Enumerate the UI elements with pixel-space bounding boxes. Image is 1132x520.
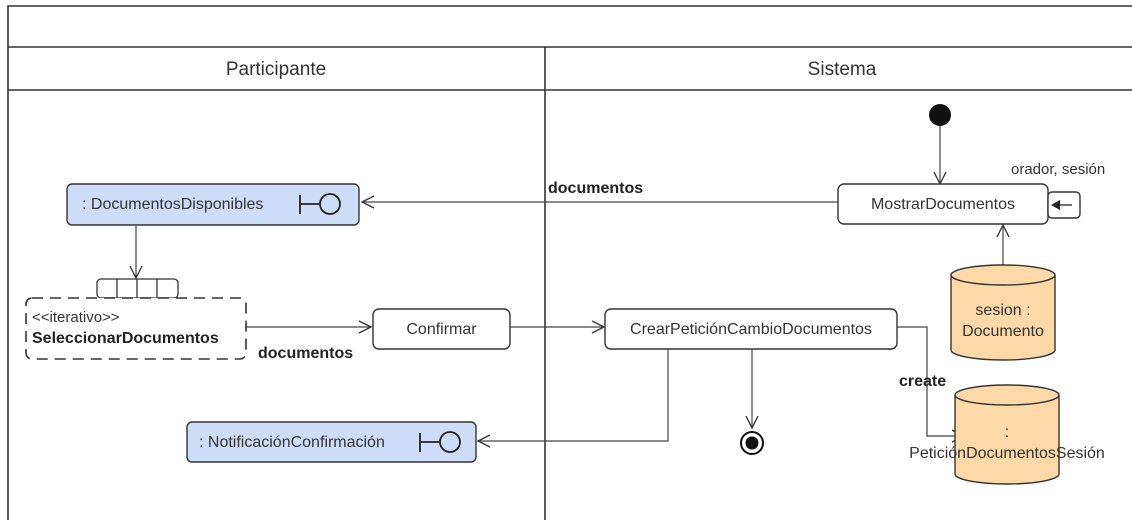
- boundary-documentos-disponibles-label: : DocumentosDisponibles: [82, 196, 263, 213]
- action-mostrar-documentos-label: MostrarDocumentos: [871, 196, 1015, 213]
- datastore-peticion-line2: PeticiónDocumentosSesión: [909, 445, 1105, 462]
- seleccionar-label: SeleccionarDocumentos: [32, 330, 219, 347]
- datastore-peticion[interactable]: : PeticiónDocumentosSesión: [909, 384, 1105, 485]
- parameters-label: orador, sesión: [1011, 161, 1105, 178]
- activity-final-node: [740, 431, 764, 455]
- edge-label-documentos-top: documentos: [548, 180, 643, 197]
- datastore-peticion-line1: :: [1005, 424, 1009, 441]
- action-confirmar[interactable]: Confirmar: [372, 308, 511, 350]
- seleccionar-stereotype: <<iterativo>>: [32, 309, 120, 326]
- action-mostrar-documentos[interactable]: MostrarDocumentos: [837, 183, 1049, 225]
- expansion-pins: [96, 278, 179, 299]
- initial-node: [929, 104, 951, 126]
- lane-title-sistema: Sistema: [808, 59, 877, 80]
- action-crear-peticion[interactable]: CrearPeticiónCambioDocumentos: [604, 308, 898, 350]
- boundary-icon: [419, 431, 461, 453]
- edge-label-create: create: [899, 373, 946, 390]
- action-confirmar-label: Confirmar: [406, 321, 477, 338]
- edge-crear-to-peticion: [897, 326, 964, 436]
- boundary-notificacion-label: : NotificaciónConfirmación: [199, 434, 385, 451]
- input-pin: [1047, 191, 1081, 219]
- datastore-sesion-line1: sesion :: [975, 302, 1030, 319]
- datastore-sesion-line2: Documento: [962, 323, 1044, 340]
- boundary-documentos-disponibles[interactable]: : DocumentosDisponibles: [66, 183, 360, 226]
- lane-title-participante: Participante: [226, 59, 326, 80]
- action-crear-peticion-label: CrearPeticiónCambioDocumentos: [630, 321, 872, 338]
- boundary-notificacion[interactable]: : NotificaciónConfirmación: [186, 421, 477, 463]
- edge-label-documentos-bottom: documentos: [258, 345, 353, 362]
- datastore-sesion[interactable]: sesion : Documento: [950, 264, 1056, 361]
- edge-crear-to-notificacion: [478, 349, 669, 441]
- expansion-region-seleccionar[interactable]: <<iterativo>> SeleccionarDocumentos: [25, 278, 247, 360]
- boundary-icon: [299, 193, 341, 215]
